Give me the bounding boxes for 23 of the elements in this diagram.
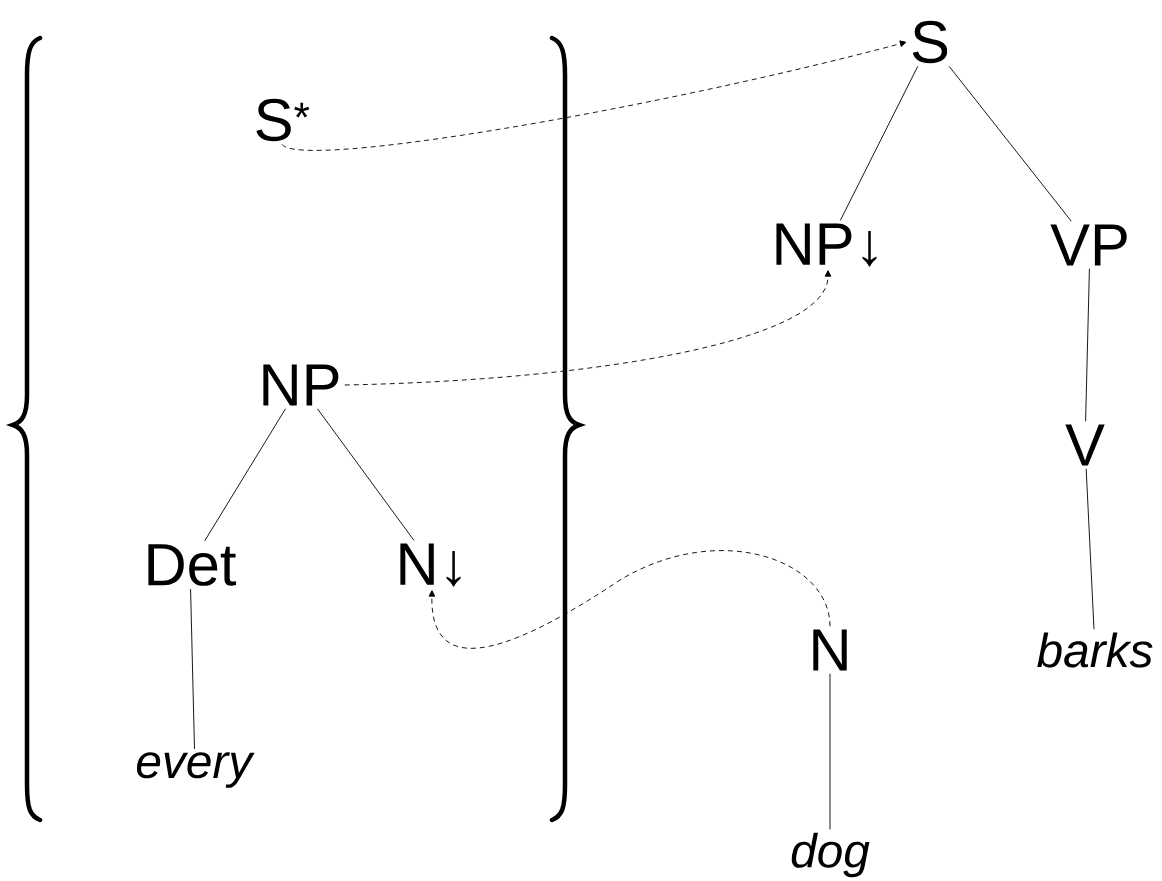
tree-label: every [136,752,255,788]
tree-label: N↓ [400,543,461,587]
tree-branch [316,408,415,541]
tree-branch [948,65,1072,222]
dashed-arrow [428,550,831,649]
tree-label: N [813,629,847,671]
tree-label: Det [148,544,237,586]
tree-label: dog [791,832,870,878]
tree-branch [204,408,286,542]
tree-label: barks [1037,632,1153,668]
tree-label: NP [263,364,339,406]
dashed-arrow [281,40,907,151]
tree-branch [839,65,919,221]
tree-label: V [1065,424,1105,466]
tree-label: S$^{*}$ [256,98,310,142]
dashed-arrow [344,270,832,386]
tree-branch [190,588,195,750]
tree-branch [1085,468,1095,630]
tree-label: NP↓ [776,223,877,267]
tree-branch [829,673,831,830]
tree-branch [1085,268,1090,422]
tree-label: S [912,20,948,64]
tree-label: VP [1050,224,1127,266]
